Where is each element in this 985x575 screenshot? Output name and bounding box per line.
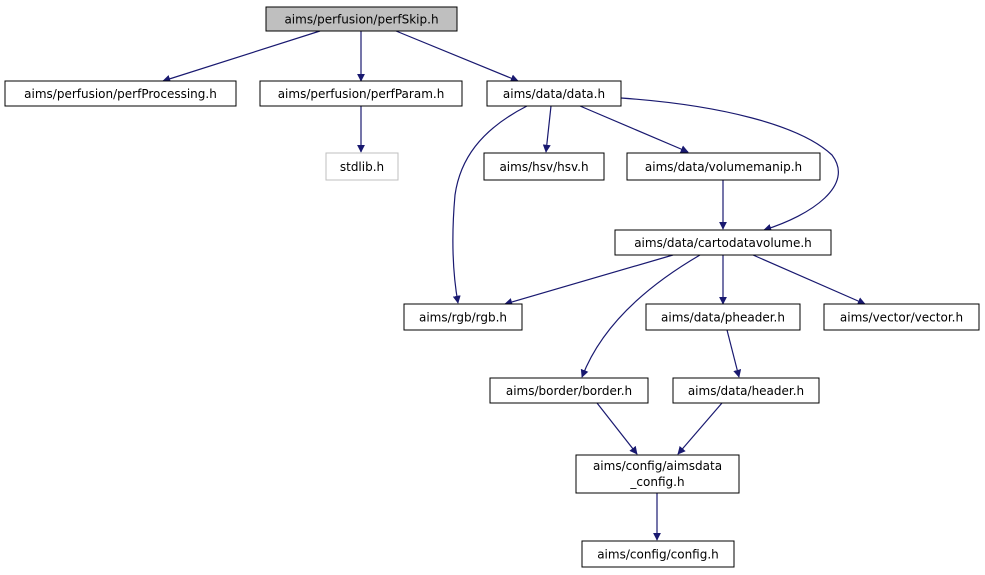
node-label: aims/perfusion/perfProcessing.h xyxy=(24,87,217,101)
edge-cartodatavolume-border xyxy=(580,254,701,378)
node-label-line2: _config.h xyxy=(629,475,684,489)
edge-perfskip-data xyxy=(395,30,519,82)
edge-pheader-header xyxy=(726,329,742,378)
node-border[interactable]: aims/border/border.h xyxy=(489,377,649,404)
node-label: aims/data/cartodatavolume.h xyxy=(634,236,812,250)
node-config[interactable]: aims/config/config.h xyxy=(581,540,735,568)
node-label: aims/data/header.h xyxy=(688,384,804,398)
node-label: aims/rgb/rgb.h xyxy=(419,311,507,325)
edge-data-rgb xyxy=(452,105,528,304)
edge-data-cartodatavolume xyxy=(620,97,839,232)
node-label: aims/data/data.h xyxy=(503,87,605,101)
node-hsv[interactable]: aims/hsv/hsv.h xyxy=(483,152,605,181)
node-label: aims/config/config.h xyxy=(597,548,719,562)
node-perfskip[interactable]: aims/perfusion/perfSkip.h xyxy=(265,6,458,32)
node-label: aims/data/volumemanip.h xyxy=(645,160,802,174)
node-pheader[interactable]: aims/data/pheader.h xyxy=(645,303,801,331)
node-data[interactable]: aims/data/data.h xyxy=(486,80,622,107)
node-rgb[interactable]: aims/rgb/rgb.h xyxy=(403,303,523,331)
edge-header-aimsdata-config xyxy=(677,402,723,455)
node-label: aims/perfusion/perfParam.h xyxy=(278,87,445,101)
node-label: stdlib.h xyxy=(340,160,384,174)
node-perfprocessing[interactable]: aims/perfusion/perfProcessing.h xyxy=(4,80,237,107)
edge-cartodatavolume-vector xyxy=(752,254,866,305)
edges xyxy=(162,30,866,541)
edge-border-aimsdata-config xyxy=(596,402,638,455)
edge-perfskip-perfprocessing xyxy=(162,30,321,83)
node-label: aims/hsv/hsv.h xyxy=(499,160,588,174)
node-cartodatavolume[interactable]: aims/data/cartodatavolume.h xyxy=(614,229,832,256)
node-label-line1: aims/config/aimsdata xyxy=(593,459,722,473)
node-label: aims/border/border.h xyxy=(506,384,632,398)
node-header[interactable]: aims/data/header.h xyxy=(672,377,820,404)
edge-data-hsv xyxy=(542,105,552,153)
node-label: aims/data/pheader.h xyxy=(661,311,785,325)
node-label: aims/vector/vector.h xyxy=(840,311,963,325)
node-volumemanip[interactable]: aims/data/volumemanip.h xyxy=(626,152,821,181)
node-aimsdata-config[interactable]: aims/config/aimsdata _config.h xyxy=(575,454,740,494)
node-stdlib[interactable]: stdlib.h xyxy=(325,152,399,181)
node-vector[interactable]: aims/vector/vector.h xyxy=(823,303,980,331)
node-perfparam[interactable]: aims/perfusion/perfParam.h xyxy=(259,80,463,107)
node-label: aims/perfusion/perfSkip.h xyxy=(284,13,438,27)
edge-data-volumemanip xyxy=(579,105,689,153)
edge-cartodatavolume-rgb xyxy=(504,254,674,306)
